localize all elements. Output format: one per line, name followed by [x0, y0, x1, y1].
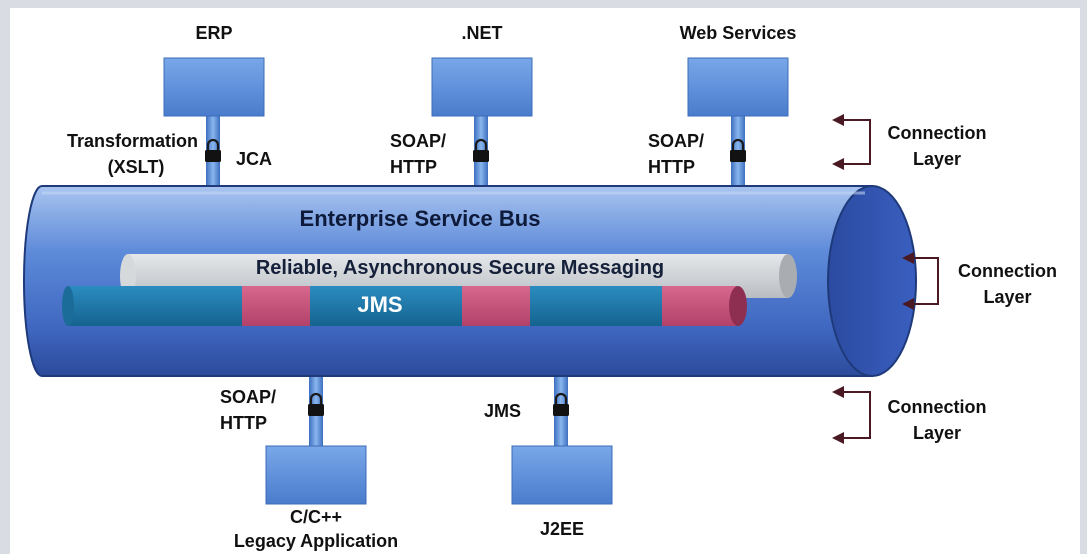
- legacy-app-box: [265, 445, 367, 505]
- diagram-graphics: [23, 57, 939, 505]
- j2ee-jms-label: JMS: [484, 401, 522, 421]
- net-label: .NET: [461, 23, 503, 43]
- legacy-http-label: HTTP: [220, 413, 267, 433]
- connection-layer-bracket-middle: [902, 252, 939, 310]
- net-soap-label: SOAP/: [390, 131, 447, 151]
- jms-core-pipe: [62, 286, 747, 326]
- connection-layer-middle-line1: Connection: [958, 261, 1057, 281]
- web-services-box: [687, 57, 789, 117]
- erp-box: [163, 57, 265, 117]
- legacy-soap-label: SOAP/: [220, 387, 277, 407]
- legacy-line1-label: C/C++: [289, 507, 343, 527]
- connection-layer-bracket-top: [832, 114, 871, 170]
- connection-layer-middle-line2: Layer: [983, 287, 1032, 307]
- connection-layer-top-line1: Connection: [887, 123, 987, 143]
- j2ee-label: J2EE: [539, 519, 585, 539]
- xslt-label: (XSLT): [107, 157, 165, 177]
- bus-title: Enterprise Service Bus: [299, 206, 541, 231]
- jms-core-label: JMS: [357, 292, 403, 317]
- connection-layer-bottom-line2: Layer: [912, 423, 962, 443]
- transformation-label: Transformation: [66, 131, 198, 151]
- web-http-label: HTTP: [648, 157, 695, 177]
- web-services-label: Web Services: [679, 23, 797, 43]
- net-box: [431, 57, 533, 117]
- web-soap-label: SOAP/: [648, 131, 705, 151]
- connection-layer-bottom-line1: Connection: [887, 397, 987, 417]
- connection-layer-top-line2: Layer: [912, 149, 962, 169]
- jca-label: JCA: [236, 149, 273, 169]
- legacy-line2-label: Legacy Application: [233, 531, 399, 551]
- erp-connector-stem: [206, 92, 220, 192]
- j2ee-box: [511, 445, 613, 505]
- erp-label: ERP: [195, 23, 233, 43]
- diagram-canvas: ERP .NET Web Services Transformation (XS…: [10, 8, 1080, 554]
- messaging-label: Reliable, Asynchronous Secure Messaging: [255, 257, 665, 279]
- net-http-label: HTTP: [390, 157, 437, 177]
- connection-layer-bracket-bottom: [832, 386, 871, 444]
